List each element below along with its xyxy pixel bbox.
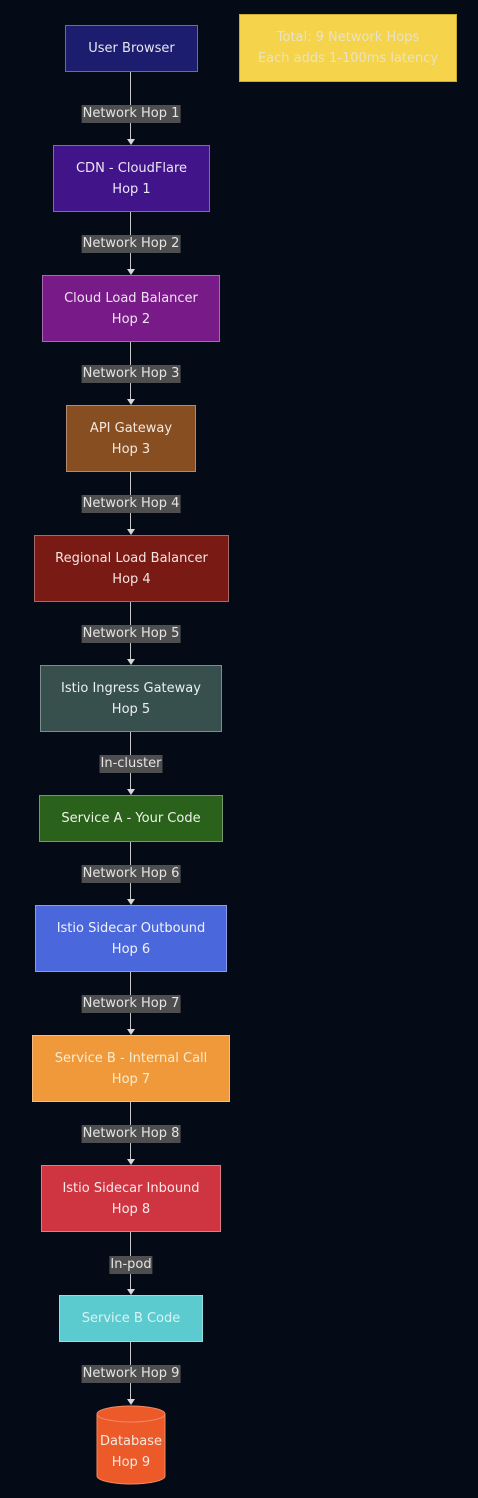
arrowhead-11	[127, 1399, 135, 1405]
node-cdn-cloudflare: CDN - CloudFlare Hop 1	[53, 145, 210, 212]
edge-label-3: Network Hop 3	[81, 365, 181, 383]
node-label: API Gateway	[89, 420, 173, 436]
node-hop: Hop 5	[111, 701, 151, 717]
node-istio-ingress-gateway: Istio Ingress Gateway Hop 5	[40, 665, 222, 732]
node-hop: Hop 6	[111, 941, 151, 957]
node-api-gateway: API Gateway Hop 3	[66, 405, 196, 472]
arrowhead-5	[127, 659, 135, 665]
node-label: Service B - Internal Call	[54, 1050, 208, 1066]
note-line-1: Total: 9 Network Hops	[276, 30, 420, 45]
edge-label-11: Network Hop 9	[81, 1365, 181, 1383]
node-user-browser: User Browser	[65, 25, 198, 72]
arrowhead-4	[127, 529, 135, 535]
edge-label-7: Network Hop 6	[81, 865, 181, 883]
node-hop: Hop 2	[111, 311, 151, 327]
edge-label-9: Network Hop 8	[81, 1125, 181, 1143]
node-label: Service B Code	[81, 1311, 181, 1326]
node-hop: Hop 9	[111, 1455, 151, 1470]
node-cloud-load-balancer: Cloud Load Balancer Hop 2	[42, 275, 220, 342]
arrowhead-7	[127, 899, 135, 905]
node-label: Regional Load Balancer	[55, 550, 208, 566]
node-istio-sidecar-outbound: Istio Sidecar Outbound Hop 6	[35, 905, 227, 972]
node-service-a: Service A - Your Code	[39, 795, 223, 842]
node-label: CDN - CloudFlare	[75, 160, 187, 176]
edge-label-1: Network Hop 1	[81, 105, 181, 123]
node-hop: Hop 3	[111, 441, 151, 457]
arrowhead-9	[127, 1159, 135, 1165]
arrowhead-10	[127, 1289, 135, 1295]
node-label: Database	[99, 1434, 163, 1449]
node-service-b-code: Service B Code	[59, 1295, 203, 1342]
node-hop: Hop 7	[111, 1071, 151, 1087]
arrowhead-8	[127, 1029, 135, 1035]
node-hop: Hop 8	[111, 1201, 151, 1217]
edge-label-6: In-cluster	[99, 755, 163, 773]
arrowhead-2	[127, 269, 135, 275]
edge-label-4: Network Hop 4	[81, 495, 181, 513]
database-cylinder-icon	[96, 1405, 166, 1485]
node-label: Istio Ingress Gateway	[61, 680, 201, 696]
node-database: Database Hop 9	[96, 1422, 166, 1482]
node-hop: Hop 1	[112, 181, 151, 197]
arrowhead-1	[127, 139, 135, 145]
arrowhead-6	[127, 789, 135, 795]
edge-label-5: Network Hop 5	[81, 625, 181, 643]
edge-label-2: Network Hop 2	[81, 235, 181, 253]
edge-label-10: In-pod	[109, 1256, 153, 1274]
arrowhead-3	[127, 399, 135, 405]
note-line-2: Each adds 1-100ms latency	[257, 51, 439, 66]
node-service-b: Service B - Internal Call Hop 7	[32, 1035, 230, 1102]
summary-note: Total: 9 Network Hops Each adds 1-100ms …	[239, 14, 457, 82]
node-istio-sidecar-inbound: Istio Sidecar Inbound Hop 8	[41, 1165, 221, 1232]
node-label: Cloud Load Balancer	[64, 290, 198, 306]
node-label: Service A - Your Code	[61, 811, 201, 826]
node-hop: Hop 4	[112, 571, 151, 587]
node-label: Istio Sidecar Outbound	[56, 920, 206, 936]
node-regional-load-balancer: Regional Load Balancer Hop 4	[34, 535, 229, 602]
node-label: User Browser	[88, 41, 175, 56]
node-label: Istio Sidecar Inbound	[62, 1180, 200, 1196]
edge-label-8: Network Hop 7	[81, 995, 181, 1013]
